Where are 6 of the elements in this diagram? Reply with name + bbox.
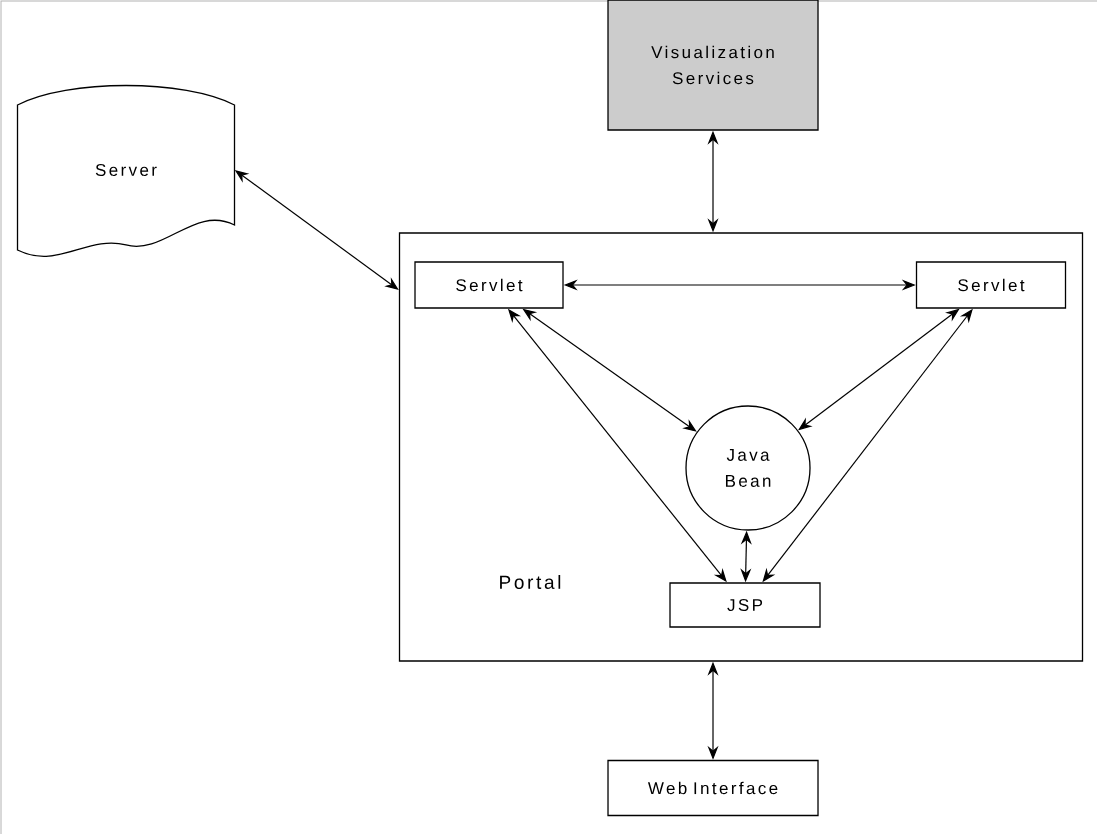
interface-box: Web Interface [607,759,819,817]
service-box: Visualization Services [607,0,819,131]
jsp-box: JSP [669,582,821,628]
database-cylinder: Server [16,84,236,257]
servlet-box: Servlet [915,261,1067,309]
servlet-box: Servlet [414,261,564,309]
